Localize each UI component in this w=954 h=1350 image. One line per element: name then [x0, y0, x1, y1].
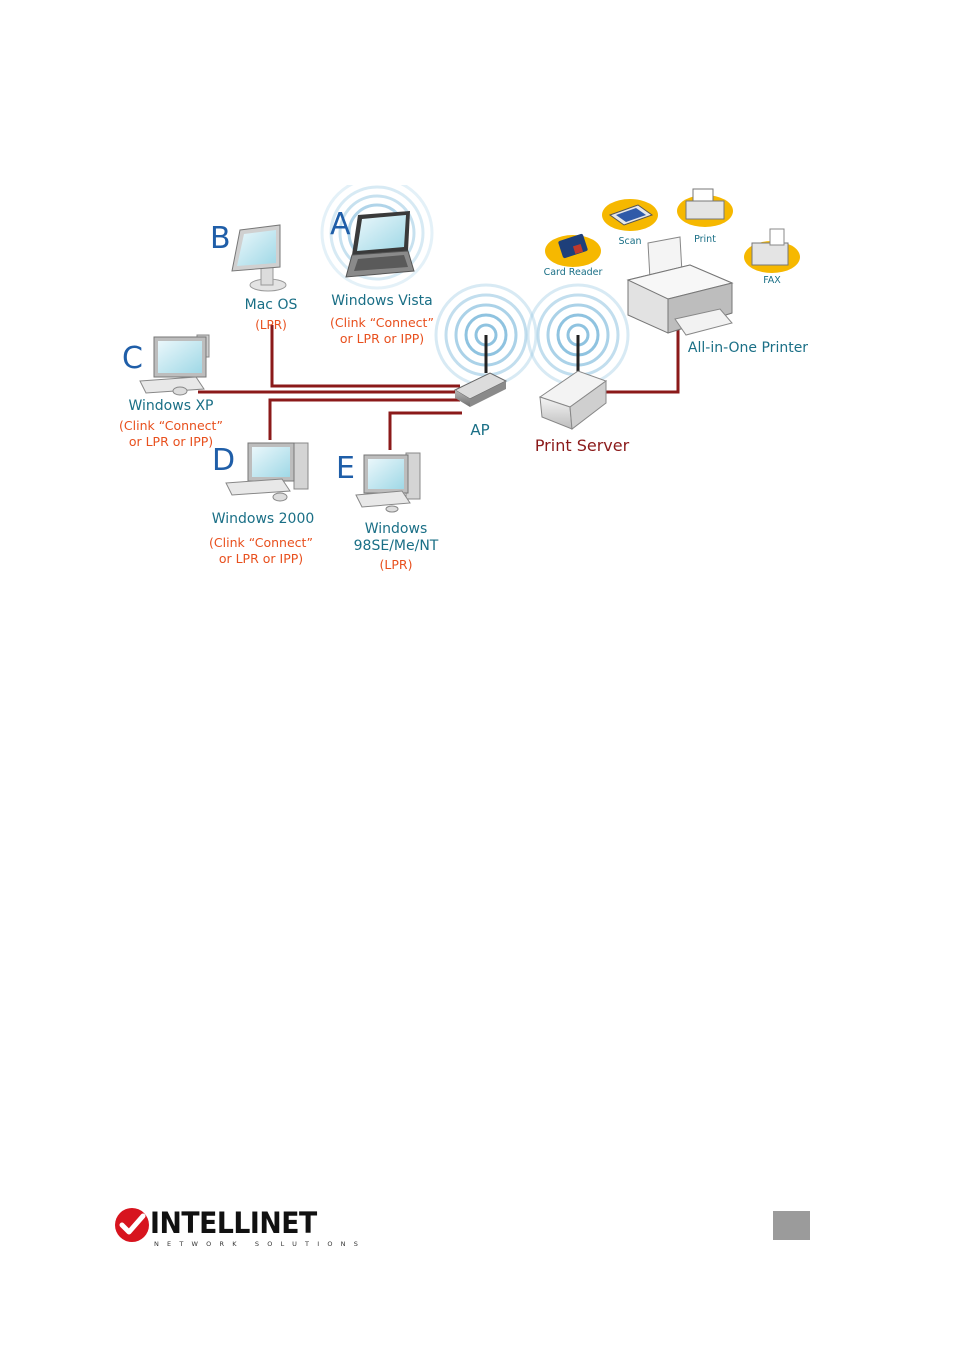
letter-c: C: [122, 341, 143, 376]
win2000-protocol-line1: (Clink “Connect”: [196, 535, 326, 550]
logo-brand-text: INTELLINET: [150, 1205, 317, 1241]
mac-icon: [232, 225, 286, 291]
cable-98: [390, 413, 462, 450]
xp-desktop-icon: [140, 335, 209, 395]
card-reader-label: Card Reader: [540, 267, 606, 278]
scan-badge: [602, 199, 658, 231]
letter-b: B: [210, 221, 231, 256]
printer-icon: [628, 237, 732, 335]
win98-desktop-icon: [356, 453, 420, 512]
mac-os-label: Mac OS: [238, 297, 304, 314]
letter-a: A: [330, 207, 351, 242]
page-number-box: [773, 1211, 810, 1240]
ap-label: AP: [460, 421, 500, 439]
scan-label: Scan: [614, 236, 646, 247]
win2000-protocol-line2: or LPR or IPP): [196, 551, 326, 566]
logo-tagline: NETWORK SOLUTIONS: [154, 1240, 366, 1248]
xp-label: Windows XP: [120, 398, 222, 415]
win2000-desktop-icon: [226, 443, 308, 501]
vista-protocol-line1: (Clink “Connect”: [316, 315, 448, 330]
win98-protocol: (LPR): [366, 557, 426, 572]
fax-badge: [744, 229, 800, 273]
vista-label: Windows Vista: [320, 293, 444, 310]
letter-e: E: [336, 451, 355, 486]
card-reader-badge: [545, 233, 601, 267]
laptop-icon: [346, 211, 414, 277]
intellinet-logo: INTELLINET NETWORK SOLUTIONS: [114, 1205, 354, 1257]
print-badge: [677, 189, 733, 227]
win98-label-line2: 98SE/Me/NT: [336, 538, 456, 555]
network-diagram: A B C D E Mac OS (LPR) Windows Vista (Cl…: [120, 185, 810, 570]
cable-2000: [270, 400, 460, 440]
fax-label: FAX: [756, 275, 788, 286]
win98-label-line1: Windows: [346, 521, 446, 538]
print-server-label: Print Server: [526, 436, 638, 455]
logo-checkmark-icon: [114, 1207, 150, 1243]
vista-protocol-line2: or LPR or IPP): [316, 331, 448, 346]
printer-label: All-in-One Printer: [686, 340, 810, 357]
xp-protocol-line2: or LPR or IPP): [106, 434, 236, 449]
mac-os-protocol: (LPR): [238, 318, 304, 332]
access-point-icon: [455, 335, 506, 407]
xp-protocol-line1: (Clink “Connect”: [106, 418, 236, 433]
print-label: Print: [688, 234, 722, 245]
win2000-label: Windows 2000: [202, 511, 324, 528]
